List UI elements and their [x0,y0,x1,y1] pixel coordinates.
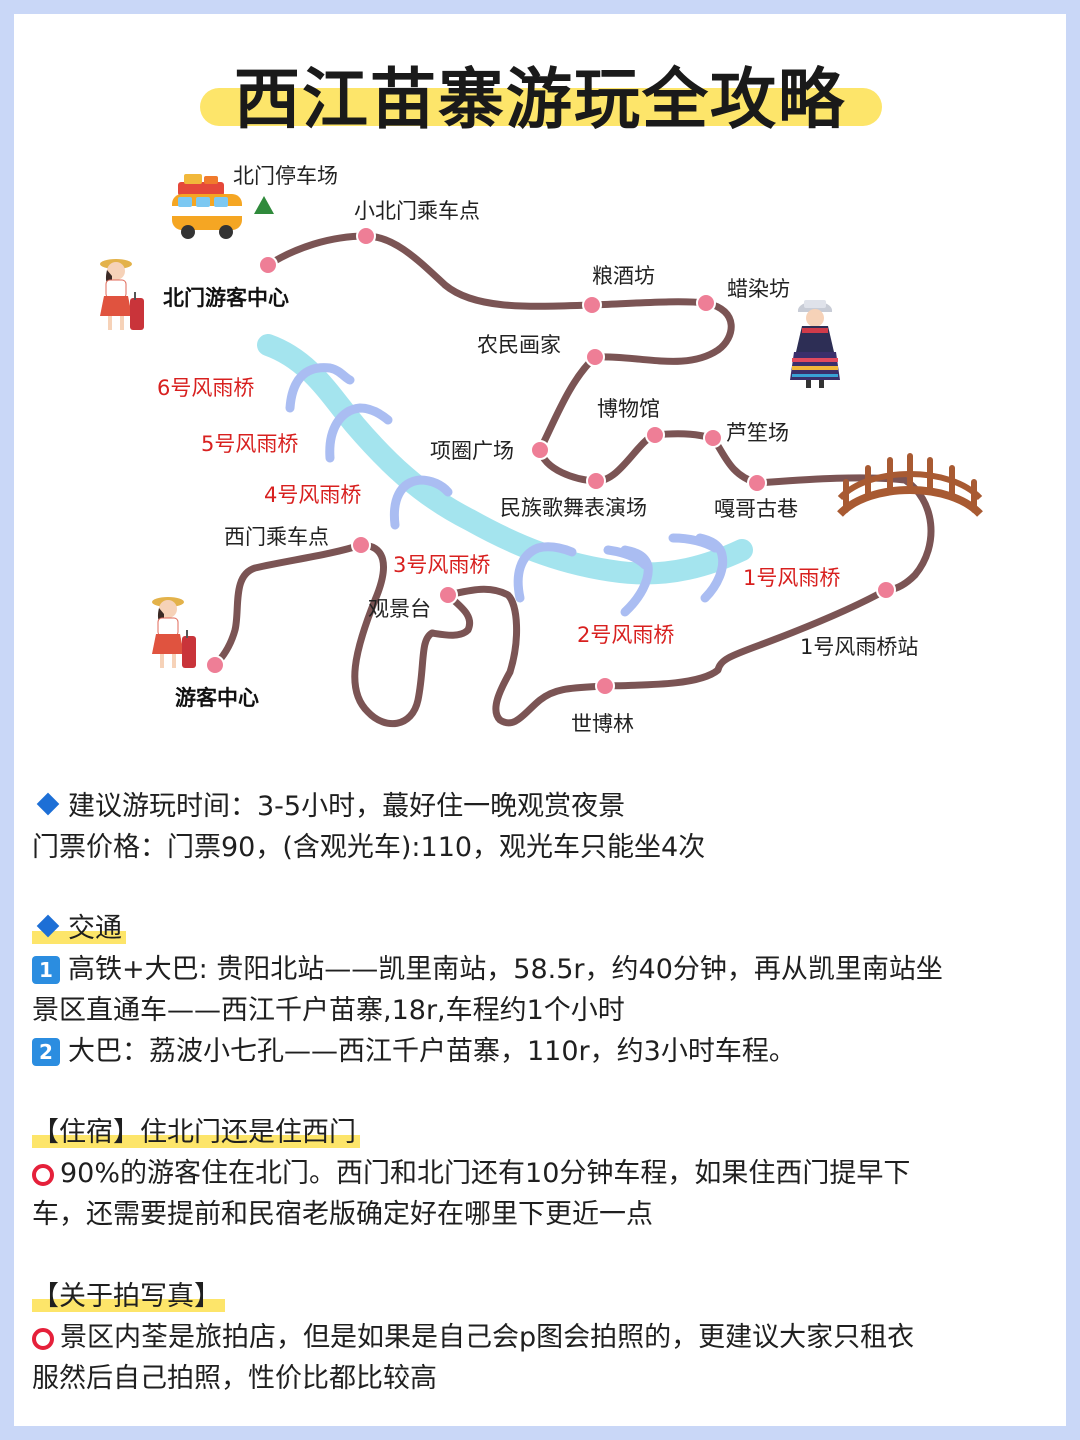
label-small-north-stop: 小北门乘车点 [354,199,480,223]
route-stops [205,226,896,696]
stay-line-1: 90%的游客住在北门。西门和北门还有10分钟车程，如果住西门提早下 [32,1153,1052,1194]
circle-icon [32,1328,54,1350]
label-farmer-painter: 农民画家 [477,333,561,357]
road-west-loop [351,541,474,728]
label-liangjiufang: 粮酒坊 [592,264,655,288]
label-north-visitor-center: 北门游客中心 [163,286,289,310]
stay-section: 【住宿】住北门还是住西门 90%的游客住在北门。西门和北门还有10分钟车程，如果… [32,1112,1052,1235]
river-arrow-3 [389,475,453,530]
stop-farmer-painter [585,347,605,367]
transport-option-2: 2 大巴：荔波小七孔——西江千户苗寨，110r，约3小时车程。 [32,1031,1052,1072]
stay-heading-text: 【住宿】住北门还是住西门 [32,1117,360,1148]
label-bridge5: 5号风雨桥 [201,432,298,456]
stop-shibolin [595,676,615,696]
label-xiangquan: 项圈广场 [430,439,514,463]
transport-option-1-cont: 景区直通车——西江千户苗寨,18r,车程约1个小时 [32,995,625,1026]
stop-museum [645,425,665,445]
tree-icon [254,196,274,214]
label-bridge4: 4号风雨桥 [264,483,361,507]
transport-heading: 交通 [32,908,1052,949]
river [257,334,753,585]
label-visitor-center: 游客中心 [175,686,259,710]
photo-line-1-text: 景区内荃是旅拍店，但是如果是自己会p图会拍照的，更建议大家只租衣 [60,1322,915,1353]
stop-song-dance [586,471,606,491]
river-arrow-7 [603,545,650,570]
label-west-stop: 西门乘车点 [224,525,329,549]
tourist-girl-icon-north [100,259,144,330]
stop-lusheng [703,428,723,448]
photo-line-2: 服然后自己拍照，性价比都比较高 [32,1363,437,1394]
tourist-girl-icon-west [152,597,196,668]
route-map: 北门停车场 小北门乘车点 北门游客中心 粮酒坊 蜡染坊 农民画家 6号风雨桥 博… [100,164,983,736]
info-section: 建议游玩时间：3-5小时，蕞好住一晚观赏夜景 门票价格：门票90，(含观光车):… [32,786,1052,868]
page-title: 西江苗寨游玩全攻略 [234,61,846,138]
label-museum: 博物馆 [597,397,660,421]
label-lusheng: 芦笙场 [726,421,789,445]
label-song-dance: 民族歌舞表演场 [500,496,647,520]
label-bridge1-station: 1号风雨桥站 [800,635,918,659]
stop-xiangquan [530,440,550,460]
photo-heading: 【关于拍写真】 [32,1276,1052,1317]
label-larranfang: 蜡染坊 [727,277,790,301]
label-bridge2: 2号风雨桥 [577,623,674,647]
stop-bridge1-station [876,580,896,600]
number-badge-1: 1 [32,956,60,984]
number-badge-2: 2 [32,1038,60,1066]
stay-line-2: 车，还需要提前和民宿老版确定好在哪里下更近一点 [32,1199,653,1230]
diamond-icon [36,792,60,816]
circle-icon [32,1164,54,1186]
title-banner: 西江苗寨游玩全攻略 [0,40,1080,140]
label-bridge6: 6号风雨桥 [157,376,254,400]
label-bridge3: 3号风雨桥 [393,553,490,577]
label-viewing-deck: 观景台 [368,597,431,621]
road-west [211,541,365,669]
stop-north-visitor-center [258,255,278,275]
photo-heading-text: 【关于拍写真】 [32,1281,225,1312]
photo-line-1: 景区内荃是旅拍店，但是如果是自己会p图会拍照的，更建议大家只租衣 [32,1317,1052,1358]
stop-west [351,535,371,555]
transport-heading-text: 交通 [68,913,122,944]
stop-larranfang [696,293,716,313]
stay-heading: 【住宿】住北门还是住西门 [32,1112,1052,1153]
stop-gage-lane [747,473,767,493]
stop-viewing-deck [438,585,458,605]
bus-icon [172,174,242,239]
river-flow-arrows [285,363,728,617]
transport-section: 交通 1 高铁+大巴: 贵阳北站——凯里南站，58.5r，约40分钟，再从凯里南站… [32,908,1052,1072]
stop-visitor-center [205,655,225,675]
wooden-bridge-icon [837,453,983,517]
miao-girl-icon [790,300,840,388]
label-gage-lane: 嘎哥古巷 [714,497,798,521]
river-arrow-2 [325,403,393,463]
transport-option-1-text: 高铁+大巴: 贵阳北站——凯里南站，58.5r，约40分钟，再从凯里南站坐 [68,954,943,985]
transport-option-1: 1 高铁+大巴: 贵阳北站——凯里南站，58.5r，约40分钟，再从凯里南站坐 [32,949,1052,990]
visit-time-line: 建议游玩时间：3-5小时，蕞好住一晚观赏夜景 [32,786,1052,827]
guide-card [14,14,1066,1426]
transport-option-2-text: 大巴：荔波小七孔——西江千户苗寨，110r，约3小时车程。 [68,1036,796,1067]
label-shibolin: 世博林 [571,712,634,736]
river-arrow-1 [285,363,355,413]
label-bridge1: 1号风雨桥 [743,566,840,590]
river-arrow-4 [513,542,577,603]
photo-section: 【关于拍写真】 景区内荃是旅拍店，但是如果是自己会p图会拍照的，更建议大家只租衣… [32,1276,1052,1399]
label-north-parking: 北门停车场 [233,164,338,188]
diamond-icon [36,914,60,938]
road-east [444,585,890,727]
title-highlight [200,88,882,126]
stay-line-1-text: 90%的游客住在北门。西门和北门还有10分钟车程，如果住西门提早下 [60,1158,911,1189]
stop-small-north [356,226,376,246]
stop-liangjiufang [582,295,602,315]
transport-heading-highlight: 交通 [32,913,126,944]
visit-time-text: 建议游玩时间：3-5小时，蕞好住一晚观赏夜景 [68,791,626,822]
river-arrow-8 [668,533,720,553]
ticket-line: 门票价格：门票90，(含观光车):110，观光车只能坐4次 [32,832,706,863]
